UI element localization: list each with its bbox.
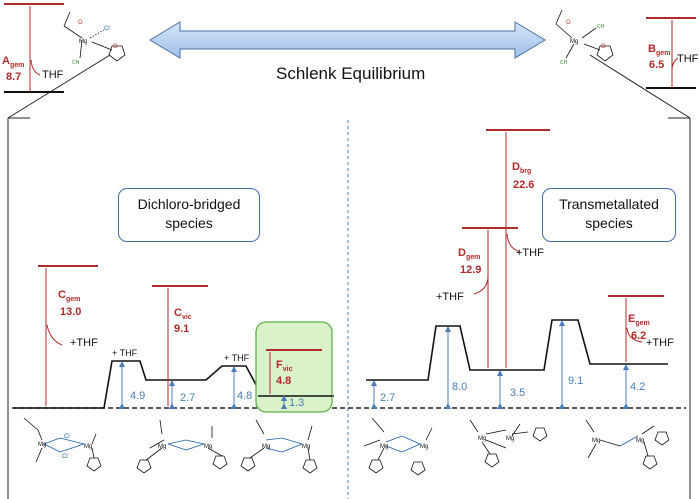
c-gem-level: Cgem 13.0 +THF xyxy=(38,265,98,406)
d-gem-level: Dgem 12.9 +THF xyxy=(436,227,518,368)
left-box-line1: Dichloro-bridged xyxy=(137,196,241,212)
energy-4-2: 4.2 xyxy=(630,381,645,393)
d-brg-name: D xyxy=(512,161,520,173)
mol-tl-o: O xyxy=(78,20,83,26)
f-vic-highlight xyxy=(255,321,333,413)
energy-3-5: 3.5 xyxy=(510,387,525,399)
top-left-level: Agem 8.7 THF xyxy=(2,3,64,93)
molecule-top-left xyxy=(63,11,126,62)
mol-tr-ch2: CH xyxy=(560,60,568,66)
f-vic-name: F xyxy=(276,359,283,371)
svg-text:Agem: Agem xyxy=(2,55,24,69)
molecule-top-right xyxy=(555,9,614,62)
mol2-mg1: Mg xyxy=(158,444,166,450)
b-gem-thf: THF xyxy=(677,53,699,65)
mol6-mg1: Mg xyxy=(592,438,600,444)
energy-1-3: 1.3 xyxy=(289,397,304,409)
a-gem-value: 8.7 xyxy=(6,71,21,83)
mol1-cl1: Cl xyxy=(64,434,70,440)
schlenk-double-arrow xyxy=(149,21,546,59)
e-gem-level: Egem 6.2 +THF xyxy=(608,295,674,362)
c-vic-level: Cvic 9.1 xyxy=(152,285,208,406)
d-brg-thf: +THF xyxy=(516,247,544,259)
c-vic-name: C xyxy=(174,307,182,319)
d-brg-value: 22.6 xyxy=(513,179,534,191)
mol-tl-mg: Mg xyxy=(79,39,87,45)
right-profile xyxy=(366,319,668,381)
energy-2-7a: 2.7 xyxy=(180,392,195,404)
b-gem-name: B xyxy=(648,43,656,55)
mol-tr-o2: O xyxy=(601,44,606,50)
mol-tl-o2: O xyxy=(113,44,118,50)
energy-8-0: 8.0 xyxy=(452,381,467,393)
mol1-mg1: Mg xyxy=(38,442,46,448)
c-gem-sub: gem xyxy=(66,296,80,303)
mol-tr-o: O xyxy=(566,20,571,26)
energy-2-7b: 2.7 xyxy=(380,392,395,404)
d-gem-value: 12.9 xyxy=(460,264,481,276)
a-gem-thf: THF xyxy=(42,69,64,81)
mol1-cl2: Cl xyxy=(62,454,68,460)
b-gem-sub: gem xyxy=(656,50,670,57)
d-gem-name: D xyxy=(458,247,466,259)
mol-tr-ch: CH xyxy=(597,24,605,30)
svg-text:Fvic: Fvic xyxy=(276,359,293,373)
thf-label-2: + THF xyxy=(224,353,250,363)
svg-text:Cvic: Cvic xyxy=(174,307,192,321)
c-vic-sub: vic xyxy=(182,314,192,321)
c-gem-name: C xyxy=(58,289,66,301)
dichloro-bridged-box: Dichloro-bridged species xyxy=(118,188,260,242)
right-box-line1: Transmetallated xyxy=(559,196,659,212)
mol5-mg1: Mg xyxy=(478,436,486,442)
energy-4-9: 4.9 xyxy=(130,390,145,402)
left-box-line2: species xyxy=(165,215,213,231)
right-energy-arrows xyxy=(371,320,629,409)
f-vic-level: Fvic 4.8 xyxy=(266,349,322,394)
svg-text:Cgem: Cgem xyxy=(58,289,80,303)
left-energy-arrows xyxy=(119,361,287,409)
e-gem-name: E xyxy=(628,313,635,325)
thf-label-1: + THF xyxy=(112,348,138,358)
mol4-mg1: Mg xyxy=(380,444,388,450)
diagram-title: Schlenk Equilibrium xyxy=(276,64,426,83)
e-gem-thf: +THF xyxy=(646,337,674,349)
d-gem-thf: +THF xyxy=(436,291,464,303)
svg-text:Egem: Egem xyxy=(628,313,650,327)
energy-4-8: 4.8 xyxy=(237,390,252,402)
f-vic-sub: vic xyxy=(283,366,293,373)
b-gem-value: 6.5 xyxy=(649,59,664,71)
bottom-molecules xyxy=(23,417,670,476)
energy-9-1: 9.1 xyxy=(568,375,583,387)
mol-tl-ch: CH xyxy=(72,60,80,66)
mol1-mg2: Mg xyxy=(84,444,92,450)
c-vic-value: 9.1 xyxy=(174,323,189,335)
svg-text:Bgem: Bgem xyxy=(648,43,670,57)
d-gem-sub: gem xyxy=(466,254,480,261)
e-gem-sub: gem xyxy=(635,320,649,327)
c-gem-thf: +THF xyxy=(70,337,98,349)
frame xyxy=(7,54,691,499)
svg-text:Dbrg: Dbrg xyxy=(512,161,531,175)
f-vic-value: 4.8 xyxy=(276,375,291,387)
d-brg-sub: brg xyxy=(520,168,531,175)
mol3-mg1: Mg xyxy=(262,444,270,450)
mol-tl-cl: Cl xyxy=(104,26,110,32)
mol5-mg2: Mg xyxy=(506,436,514,442)
c-gem-value: 13.0 xyxy=(60,306,81,318)
mol3-mg2: Mg xyxy=(302,444,310,450)
right-box-line2: species xyxy=(585,215,633,231)
mol4-mg2: Mg xyxy=(420,444,428,450)
e-gem-value: 6.2 xyxy=(631,330,646,342)
a-gem-sub: gem xyxy=(10,62,24,69)
top-right-level: Bgem 6.5 THF xyxy=(646,17,699,89)
svg-text:Dgem: Dgem xyxy=(458,247,480,261)
a-gem-name: A xyxy=(2,55,10,67)
transmetallated-box: Transmetallated species xyxy=(542,188,676,242)
mol2-mg2: Mg xyxy=(204,444,212,450)
d-brg-level: Dbrg 22.6 +THF xyxy=(486,129,550,368)
mol-tr-mg: Mg xyxy=(570,39,578,45)
left-profile xyxy=(14,360,334,409)
mol6-mg2: Mg xyxy=(636,438,644,444)
